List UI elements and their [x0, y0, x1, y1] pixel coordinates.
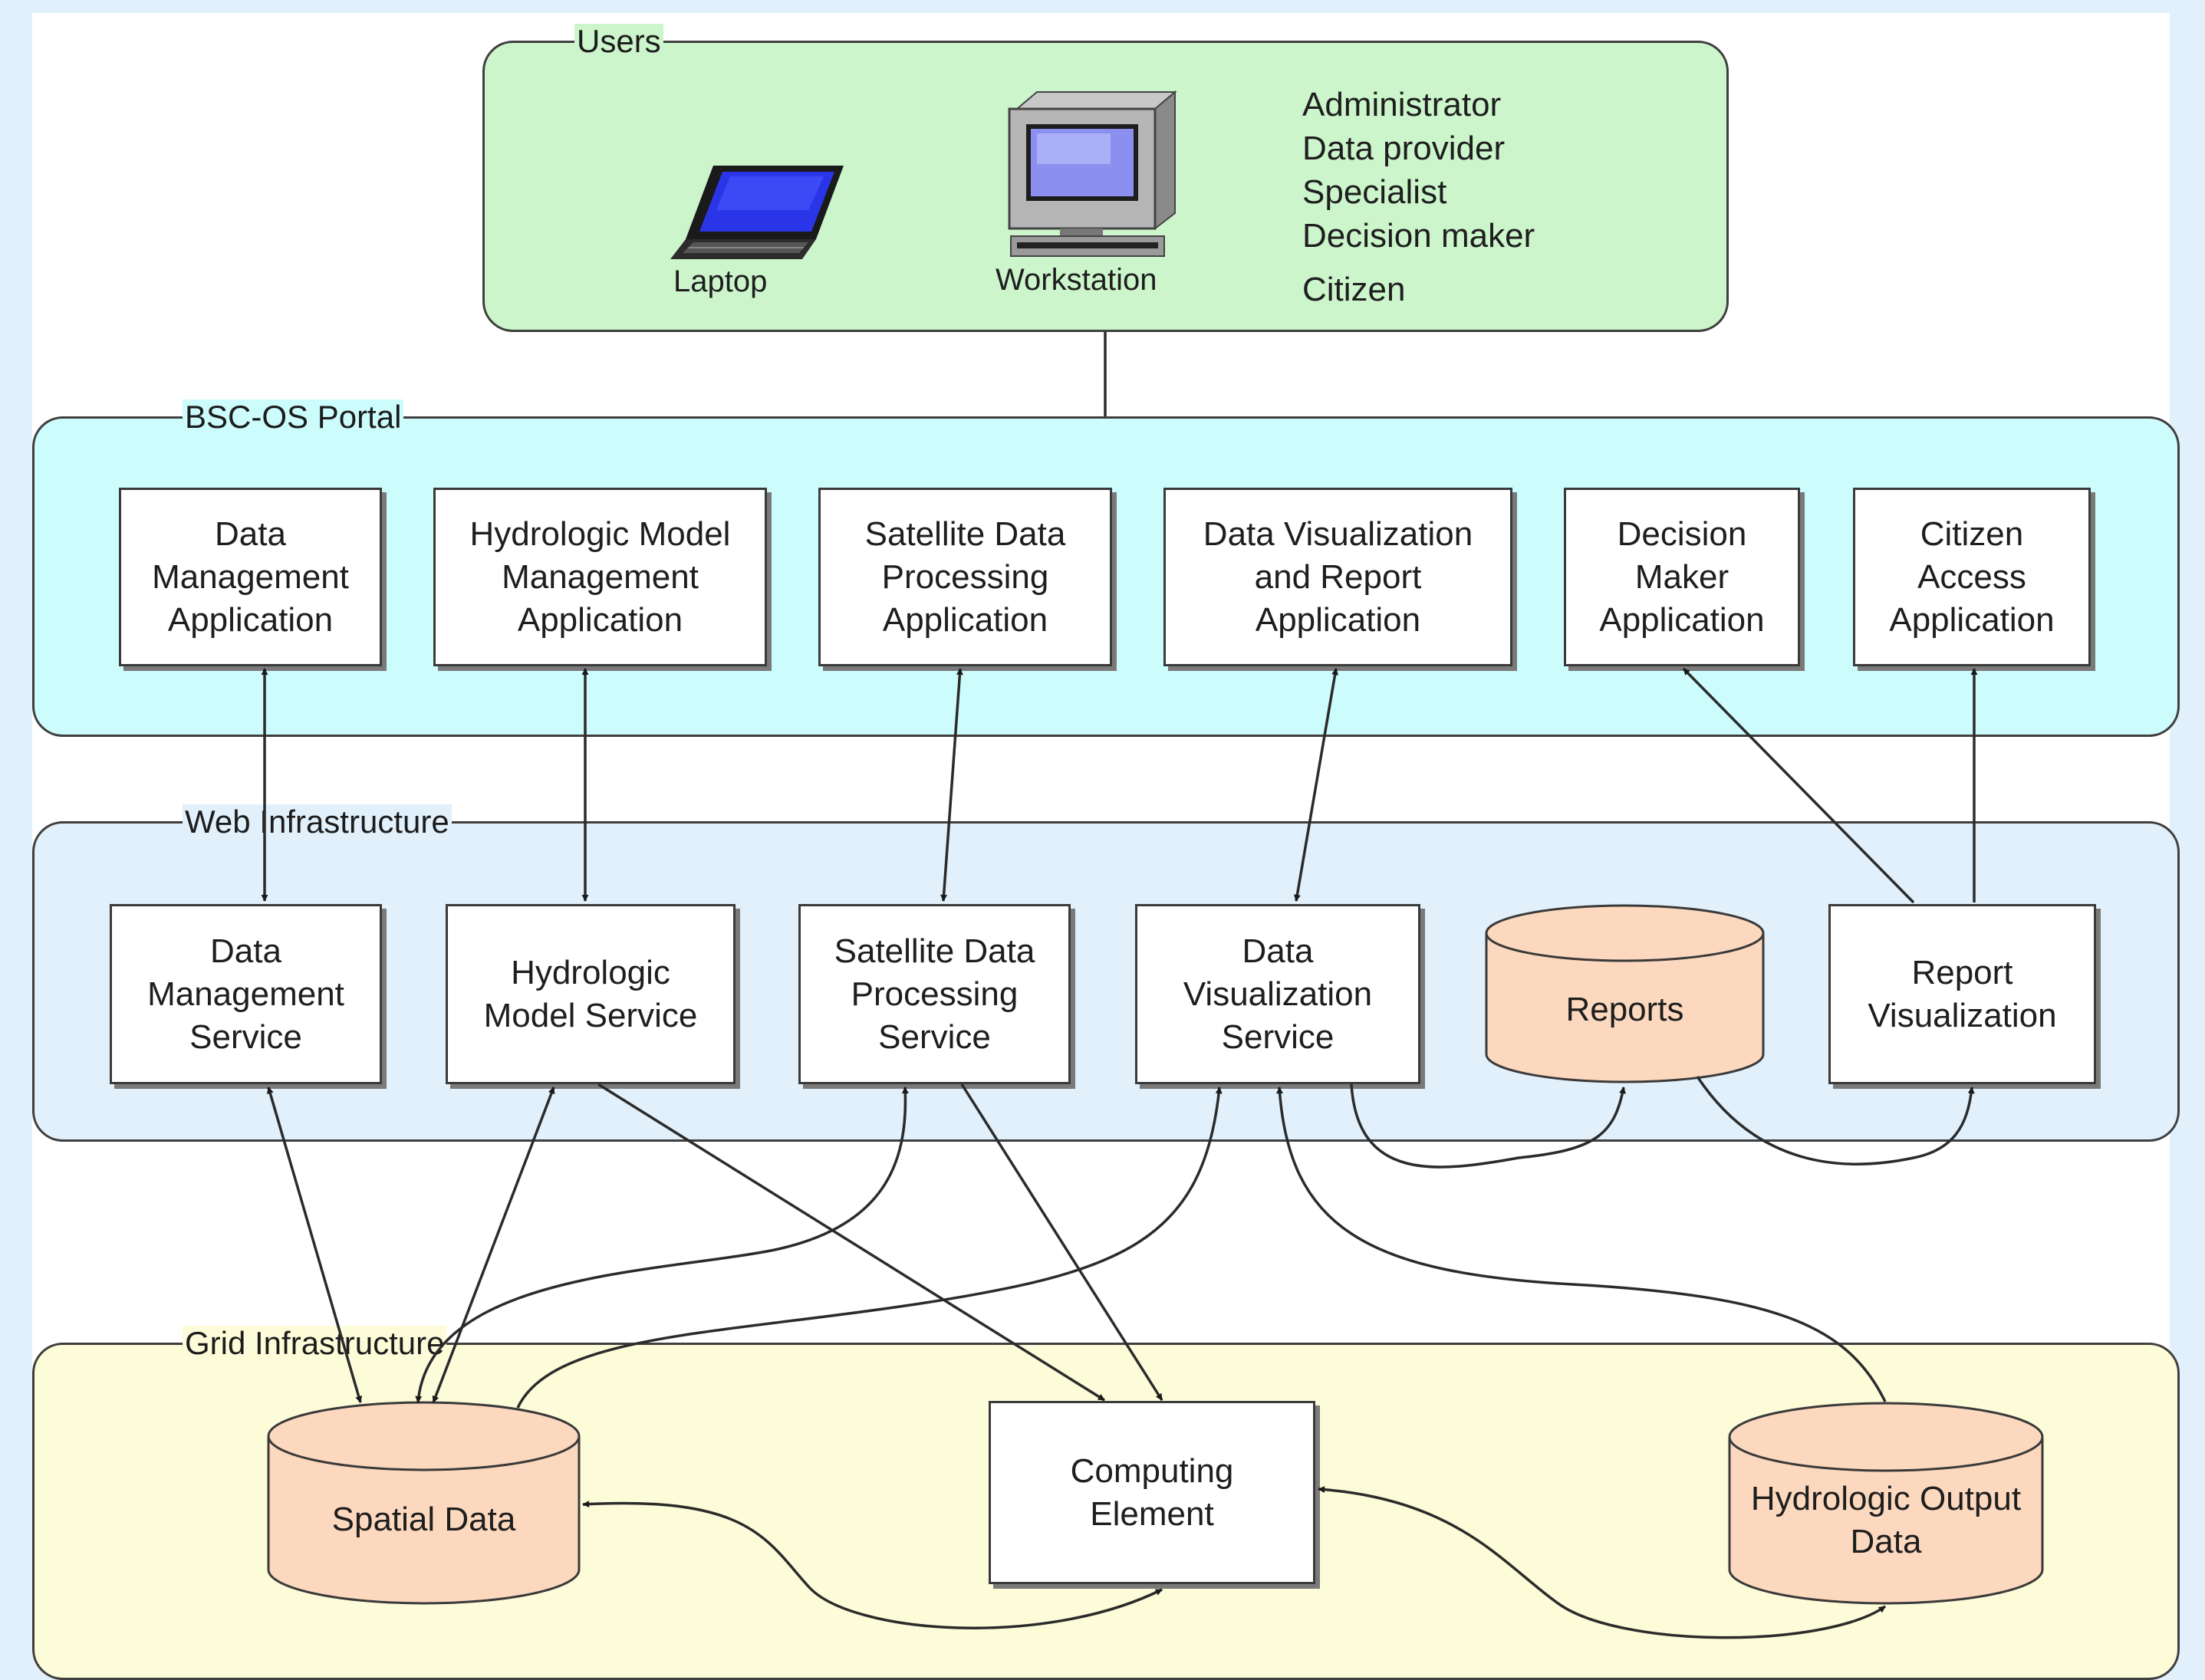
role-specialist: Specialist [1302, 173, 1447, 211]
laptop-label: Laptop [673, 265, 768, 298]
data-management-service[interactable]: Data Management Service [110, 904, 382, 1084]
portal-layer-title: BSC-OS Portal [183, 399, 404, 435]
decision-maker-application[interactable]: Decision Maker Application [1564, 488, 1800, 666]
data-visualization-service[interactable]: Data Visualization Service [1135, 904, 1420, 1084]
role-data-provider: Data provider [1302, 130, 1506, 167]
role-citizen: Citizen [1302, 271, 1406, 308]
report-visualization[interactable]: Report Visualization [1828, 904, 2096, 1084]
hydrologic-output-label: Hydrologic Output Data [1750, 1479, 2022, 1560]
role-administrator: Administrator [1302, 86, 1502, 123]
spatial-data-datastore[interactable]: Spatial Data [267, 1401, 581, 1605]
web-layer-title: Web Infrastructure [183, 804, 452, 840]
role-decision-maker: Decision maker [1302, 217, 1535, 255]
satellite-data-processing-service[interactable]: Satellite Data Processing Service [798, 904, 1071, 1084]
hydrologic-output-datastore[interactable]: Hydrologic Output Data [1728, 1402, 2044, 1605]
computing-element[interactable]: Computing Element [989, 1401, 1315, 1584]
data-visualization-and-report-application[interactable]: Data Visualization and Report Applicatio… [1163, 488, 1512, 666]
satellite-data-processing-application[interactable]: Satellite Data Processing Application [818, 488, 1112, 666]
laptop-icon [670, 166, 844, 259]
user-roles-list: Administrator Data provider Specialist D… [1302, 83, 1535, 311]
grid-layer-title: Grid Infrastructure [183, 1326, 447, 1361]
reports-cylinder-shape [1485, 904, 1765, 1083]
workstation-icon [1008, 90, 1177, 257]
hydrologic-model-service[interactable]: Hydrologic Model Service [446, 904, 736, 1084]
hydrologic-model-management-application[interactable]: Hydrologic Model Management Application [433, 488, 767, 666]
users-layer-title: Users [574, 24, 663, 59]
data-management-application[interactable]: Data Management Application [119, 488, 382, 666]
citizen-access-application[interactable]: Citizen Access Application [1853, 488, 2091, 666]
reports-datastore[interactable]: Reports [1485, 904, 1765, 1085]
spatial-data-cylinder-shape [267, 1401, 581, 1605]
workstation-label: Workstation [996, 263, 1157, 297]
spatial-data-label: Spatial Data [331, 1501, 516, 1538]
reports-label: Reports [1565, 991, 1684, 1028]
